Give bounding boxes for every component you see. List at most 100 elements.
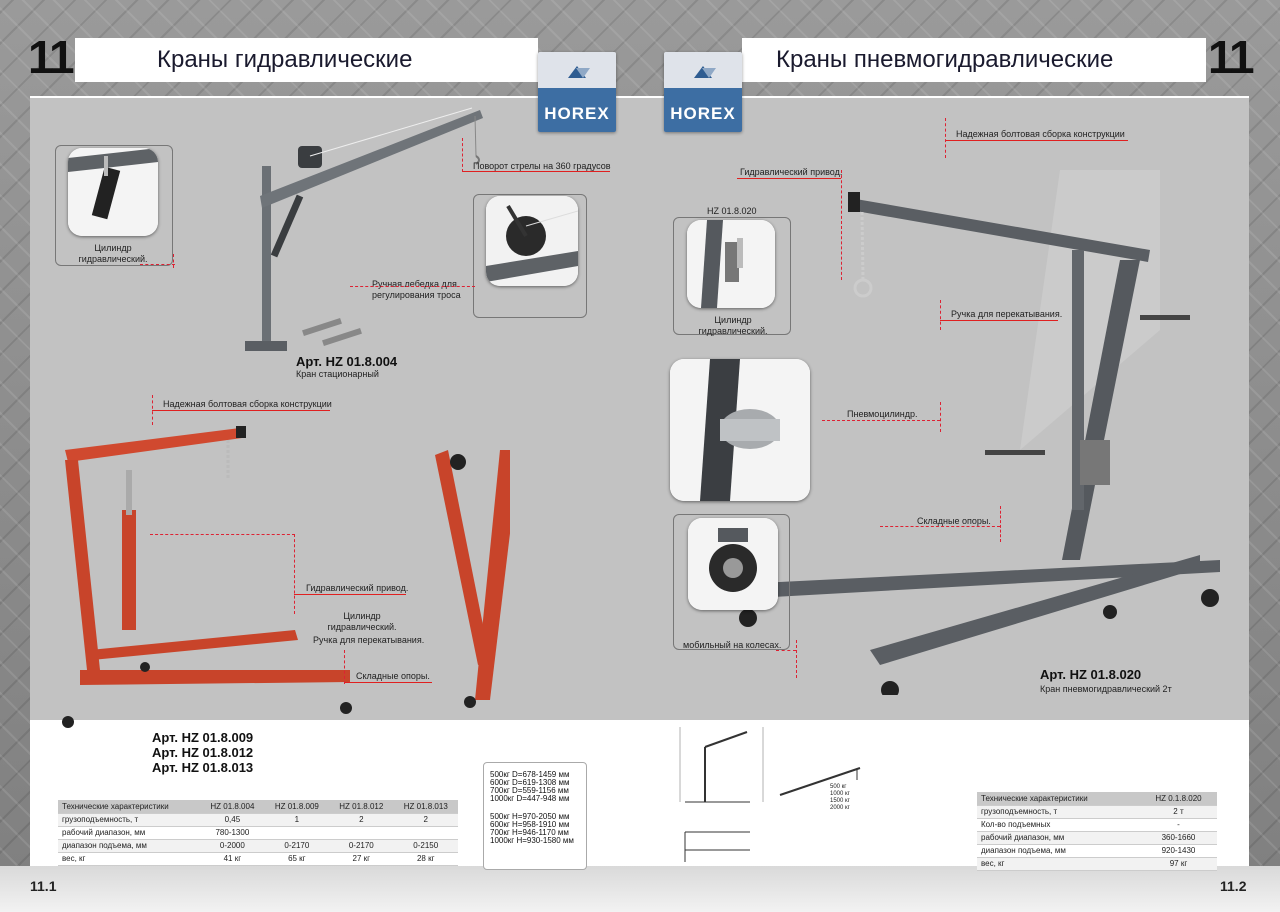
table-cell: 27 кг xyxy=(329,852,394,866)
table-header: Технические характеристики xyxy=(58,800,201,814)
leader-hyd-drive-left-h xyxy=(150,534,295,535)
article-red-2: Арт. HZ 01.8.012 xyxy=(152,745,254,760)
leader-bolted-right-tick xyxy=(945,118,946,158)
table-cell: 0-2000 xyxy=(200,839,265,853)
callout-cylinder-right: Цилиндр гидравлический. xyxy=(698,315,768,336)
table-row: диапазон подъема, мм 920-1430 xyxy=(977,844,1217,858)
chapter-number-left: 11 xyxy=(28,31,75,83)
callout-cylinder-1: Цилиндр гидравлический. xyxy=(78,243,148,264)
leader-folding-legs-right-tick xyxy=(1000,506,1001,542)
article-pneumatic-sub: Кран пневмогидравлический 2т xyxy=(1040,684,1172,694)
leader-rolling-handle-right xyxy=(940,320,1058,321)
callout-boom-rotation: Поворот стрелы на 360 градусов xyxy=(473,161,611,171)
dimensions-box: 500кг D=678-1459 мм 600кг D=619-1308 мм … xyxy=(483,762,587,870)
table-header-row: Технические характеристики HZ 01.8.004 H… xyxy=(58,800,458,814)
red-crane-image xyxy=(62,426,510,728)
table-cell: 1 xyxy=(264,813,330,827)
callout-winch: Ручная лебедка для регулирования троса xyxy=(372,279,461,300)
table-cell: рабочий диапазон, мм xyxy=(58,826,201,840)
spec-table-right: Технические характеристики HZ 0.1.8.020 … xyxy=(977,792,1217,871)
stationary-crane-image xyxy=(245,107,483,351)
leader-winch xyxy=(350,286,475,287)
table-cell: 0,45 xyxy=(200,813,265,827)
spec-table-left: Технические характеристики HZ 01.8.004 H… xyxy=(58,800,458,866)
table-header: Технические характеристики xyxy=(977,792,1140,806)
callout-cylinder-2: Цилиндр гидравлический. xyxy=(327,611,397,632)
callout-hyd-drive-left: Гидравлический привод. xyxy=(306,583,409,593)
callout-rolling-handle-right: Ручка для перекатывания. xyxy=(951,309,1063,319)
dim-h-line: 600кг H=958-1910 мм xyxy=(490,820,570,829)
table-header: HZ 01.8.013 xyxy=(393,800,458,814)
table-header: HZ 01.8.004 xyxy=(200,800,265,814)
callout-folding-legs-right: Складные опоры. xyxy=(917,516,991,526)
callout-mobile-wheels: мобильный на колесах. xyxy=(683,640,782,650)
callout-bolted-left: Надежная болтовая сборка конструкции xyxy=(163,399,332,409)
dim-h-line: 500кг H=970-2050 мм xyxy=(490,812,570,821)
leader-cylinder-1-tick xyxy=(173,254,174,268)
table-cell: вес, кг xyxy=(977,857,1140,871)
chapter-number-right: 11 xyxy=(1208,31,1255,83)
leader-boom-rotation xyxy=(462,171,610,172)
callout-rolling-handle-left: Ручка для перекатывания. xyxy=(313,635,425,645)
inset-frame-cylinder-right xyxy=(673,217,791,335)
leader-hyd-drive-left-v xyxy=(294,534,295,614)
cylinder-closeup-right xyxy=(687,220,775,308)
table-row: вес, кг 97 кг xyxy=(977,857,1217,871)
leader-rolling-handle-right-tick xyxy=(940,300,941,330)
boom-load-labels: 500 кг 1000 кг 1500 кг 2000 кг xyxy=(830,784,850,812)
dim-d-line: 500кг D=678-1459 мм xyxy=(490,770,570,779)
table-cell: 0-2170 xyxy=(264,839,330,853)
article-red-list: Арт. HZ 01.8.009 Арт. HZ 01.8.012 Арт. H… xyxy=(152,730,253,775)
boom-load-label: 1500 кг xyxy=(830,798,850,804)
dim-d-line: 1000кг D=447-948 мм xyxy=(490,794,570,803)
article-stationary: Арт. HZ 01.8.004 xyxy=(296,354,398,369)
boom-load-label: 2000 кг xyxy=(830,805,850,811)
leader-folding-legs-left-tick xyxy=(344,650,345,684)
leader-hyd-drive-left xyxy=(294,594,406,595)
table-row: вес, кг 41 кг 65 кг 27 кг 28 кг xyxy=(58,852,458,866)
table-cell: грузоподъемность, т xyxy=(58,813,201,827)
bottom-bar xyxy=(0,866,1280,912)
dim-d-line: 700кг D=559-1156 мм xyxy=(490,786,569,795)
boom-load-drawing xyxy=(779,767,861,796)
leader-boom-rotation-tick xyxy=(462,138,463,172)
table-row: грузоподъемность, т 0,45 1 2 2 xyxy=(58,813,458,827)
leader-hyd-drive-right xyxy=(737,178,841,179)
inset-frame-cylinder-1 xyxy=(55,145,173,266)
table-cell: 28 кг xyxy=(393,852,458,866)
page-title-right: Краны пневмогидравлические xyxy=(776,46,1114,73)
inset-frame-winch xyxy=(473,194,587,318)
callout-bolted-right: Надежная болтовая сборка конструкции xyxy=(956,129,1125,139)
leader-mobile-wheels xyxy=(776,650,796,651)
table-header: HZ 0.1.8.020 xyxy=(1139,792,1217,806)
header-bar-right: Краны пневмогидравлические xyxy=(742,38,1206,82)
dimension-drawing xyxy=(679,727,764,862)
table-cell: 97 кг xyxy=(1139,857,1217,871)
table-cell: 780-1300 xyxy=(200,826,265,840)
callout-model-label: HZ 01.8.020 xyxy=(707,206,757,216)
table-cell: Кол-во подъемных xyxy=(977,818,1140,832)
callout-pneumo-cylinder: Пневмоцилиндр. xyxy=(847,409,918,419)
table-row: грузоподъемность, т 2 т xyxy=(977,805,1217,819)
boom-load-label: 500 кг xyxy=(830,784,847,790)
dim-d-line: 600кг D=619-1308 мм xyxy=(490,778,570,787)
leader-bolted-right xyxy=(945,140,1128,141)
table-row: рабочий диапазон, мм 780-1300 xyxy=(58,826,458,840)
winch-closeup xyxy=(486,196,578,286)
leader-folding-legs-left xyxy=(344,682,432,683)
table-cell xyxy=(264,826,330,840)
leader-cylinder-1 xyxy=(140,264,175,265)
table-cell: рабочий диапазон, мм xyxy=(977,831,1140,845)
table-row: Кол-во подъемных - xyxy=(977,818,1217,832)
header-bar-left: Краны гидравлические xyxy=(75,38,538,82)
table-cell xyxy=(329,826,394,840)
wheels-closeup xyxy=(688,518,778,610)
page-title-left: Краны гидравлические xyxy=(157,46,413,73)
callout-folding-legs-left: Складные опоры. xyxy=(356,671,430,681)
leader-bolted-left xyxy=(152,410,330,411)
pneumo-cylinder-closeup xyxy=(670,359,810,501)
article-red-3: Арт. HZ 01.8.013 xyxy=(152,760,254,775)
table-header: HZ 01.8.009 xyxy=(264,800,330,814)
table-cell: вес, кг xyxy=(58,852,201,866)
table-cell: диапазон подъема, мм xyxy=(977,844,1140,858)
